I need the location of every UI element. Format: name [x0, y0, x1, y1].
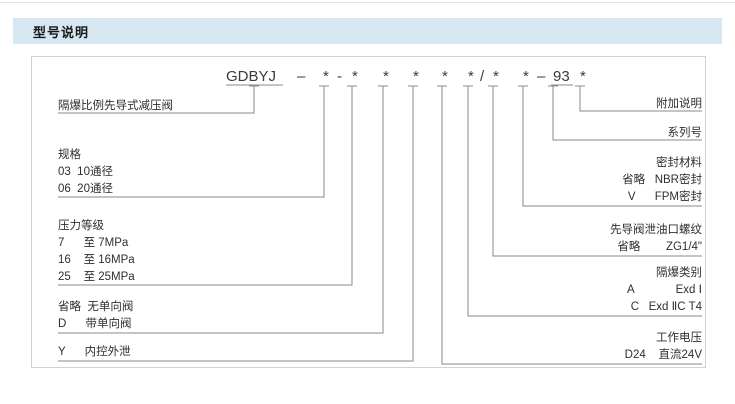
label-pilot-drain-thread: 先导阀泄油口螺纹省略 ZG1/4": [402, 222, 702, 256]
label-line: D24 直流24V: [624, 349, 702, 361]
label-line: 省略 NBR密封: [622, 174, 702, 186]
label-pressure-rating: 压力等级 7 至 7MPa 16 至 16MPa 25 至 25MPa: [58, 218, 135, 286]
leader-left-product-name: [58, 86, 255, 114]
top-divider: [0, 2, 735, 3]
model-code-token: *: [493, 68, 499, 85]
leader-left-pressure-rating: [58, 86, 353, 286]
model-code-token: *: [468, 68, 474, 85]
label-specification: 规格 03 10通径 06 20通径: [58, 147, 113, 198]
model-code-token: –: [537, 68, 546, 85]
label-product-name: 隔爆比例先导式减压阀: [58, 98, 173, 115]
model-code-token: *: [523, 68, 529, 85]
leader-right-pilot-drain-thread: [492, 86, 702, 257]
label-line: 隔爆比例先导式减压阀: [58, 100, 173, 112]
label-line: 系列号: [667, 127, 703, 139]
label-line: D 带单向阀: [58, 318, 132, 330]
label-check-valve: 省略 无单向阀 D 带单向阀: [58, 299, 133, 333]
label-line: 省略 ZG1/4": [617, 241, 702, 253]
label-line: 省略 无单向阀: [58, 301, 134, 313]
label-additional-note: 附加说明: [402, 96, 702, 113]
label-line: C Exd ⅡC T4: [630, 301, 702, 313]
label-seal-material: 密封材料省略 NBR密封 V FPM密封: [402, 155, 702, 206]
label-explosion-proof-class: 隔爆类别 A Exd Ⅰ C Exd ⅡC T4: [402, 265, 702, 316]
label-line: 工作电压: [656, 332, 702, 344]
label-line: 附加说明: [656, 98, 702, 110]
label-line: 规格: [58, 149, 81, 161]
label-line: Y 内控外泄: [58, 346, 131, 358]
label-line: 03 10通径: [58, 166, 113, 178]
label-line: 25 至 25MPa: [58, 271, 135, 283]
model-code-token: 93: [553, 68, 570, 85]
model-code-token: /: [480, 68, 485, 85]
model-code-token: –: [297, 68, 306, 85]
leader-right-operating-voltage: [441, 86, 702, 365]
label-line: V FPM密封: [627, 191, 702, 203]
label-line: 7 至 7MPa: [58, 237, 129, 249]
label-line: 先导阀泄油口螺纹: [610, 224, 702, 236]
label-internal-control: Y 内控外泄: [58, 344, 131, 361]
label-line: 06 20通径: [58, 183, 113, 195]
label-line: 压力等级: [58, 220, 104, 232]
label-line: A Exd Ⅰ: [627, 284, 702, 296]
leader-left-check-valve: [58, 86, 384, 334]
model-code-token: *: [580, 68, 586, 85]
leader-left-specification: [58, 86, 325, 198]
model-code-token: *: [383, 68, 389, 85]
label-operating-voltage: 工作电压 D24 直流24V: [402, 330, 702, 364]
page-title: 型号说明: [33, 25, 90, 40]
model-code-token: -: [337, 68, 342, 85]
leader-right-explosion-proof-class: [467, 86, 702, 317]
leader-left-internal-control: [58, 86, 414, 362]
label-line: 密封材料: [656, 157, 702, 169]
model-code-token: *: [352, 68, 358, 85]
section-header: 型号说明: [13, 18, 722, 44]
leader-right-additional-note: [579, 86, 702, 112]
leader-right-series-number: [552, 86, 702, 141]
model-code-token: *: [413, 68, 419, 85]
model-code-token: GDBYJ: [226, 68, 277, 85]
model-code-token: *: [442, 68, 448, 85]
leader-right-seal-material: [522, 86, 702, 207]
model-code-token: *: [323, 68, 329, 85]
label-line: 隔爆类别: [656, 267, 702, 279]
label-line: 16 至 16MPa: [58, 254, 135, 266]
label-series-number: 系列号: [402, 125, 703, 142]
